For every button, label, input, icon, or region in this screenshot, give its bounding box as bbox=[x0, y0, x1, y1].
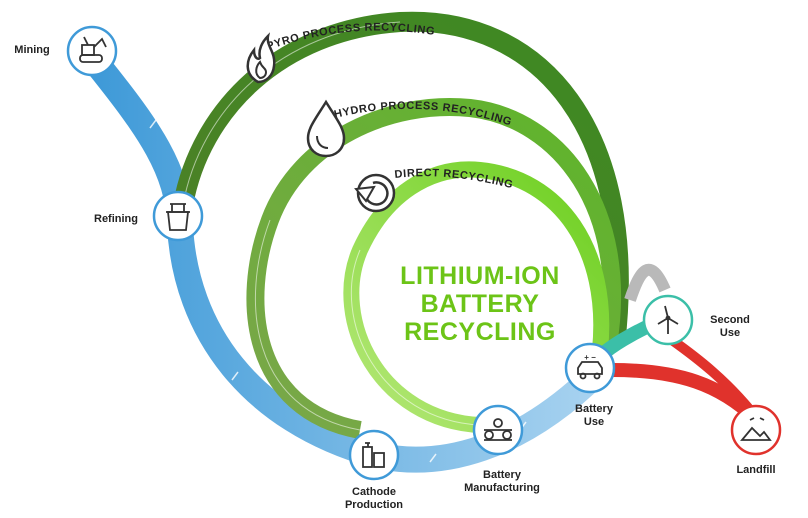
title-line-3: RECYCLING bbox=[404, 318, 556, 346]
battery-use-node bbox=[564, 342, 616, 394]
crucible-icon bbox=[166, 203, 190, 231]
diagram-title: LITHIUM-ION BATTERY RECYCLING bbox=[380, 262, 580, 346]
battery-use-label: Battery Use bbox=[575, 403, 613, 428]
cathode-node bbox=[348, 429, 400, 481]
refining-node bbox=[152, 190, 204, 242]
manufacturing-label: Battery Manufacturing bbox=[464, 469, 540, 494]
title-line-2: BATTERY bbox=[420, 290, 540, 318]
tanks-icon bbox=[362, 442, 385, 468]
flame-icon bbox=[246, 32, 276, 84]
loop-guide-lines bbox=[182, 21, 481, 431]
title-line-1: LITHIUM-ION bbox=[400, 262, 560, 290]
second-use-return-path bbox=[624, 263, 671, 302]
mining-label: Mining bbox=[14, 44, 50, 56]
landfill-node bbox=[730, 404, 782, 456]
car-icon bbox=[577, 361, 603, 380]
second-use-node bbox=[642, 294, 694, 346]
battery-plus-minus: + − bbox=[584, 353, 596, 362]
manufacturing-node bbox=[472, 404, 524, 456]
second-to-landfill-path bbox=[669, 335, 754, 414]
cathode-label: Cathode Production bbox=[344, 486, 404, 511]
landfill-label: Landfill bbox=[736, 464, 776, 476]
conveyor-icon bbox=[484, 418, 512, 441]
supply-chain-chevrons bbox=[149, 119, 527, 463]
second-use-label: Second Use bbox=[710, 314, 750, 339]
landfill-icon bbox=[740, 417, 772, 441]
mining-node bbox=[66, 25, 118, 77]
wind-turbine-icon bbox=[657, 305, 679, 334]
recycle-arrow-icon bbox=[354, 173, 396, 213]
droplet-icon bbox=[306, 99, 346, 158]
excavator-icon bbox=[79, 36, 107, 63]
refining-label: Refining bbox=[94, 213, 138, 225]
